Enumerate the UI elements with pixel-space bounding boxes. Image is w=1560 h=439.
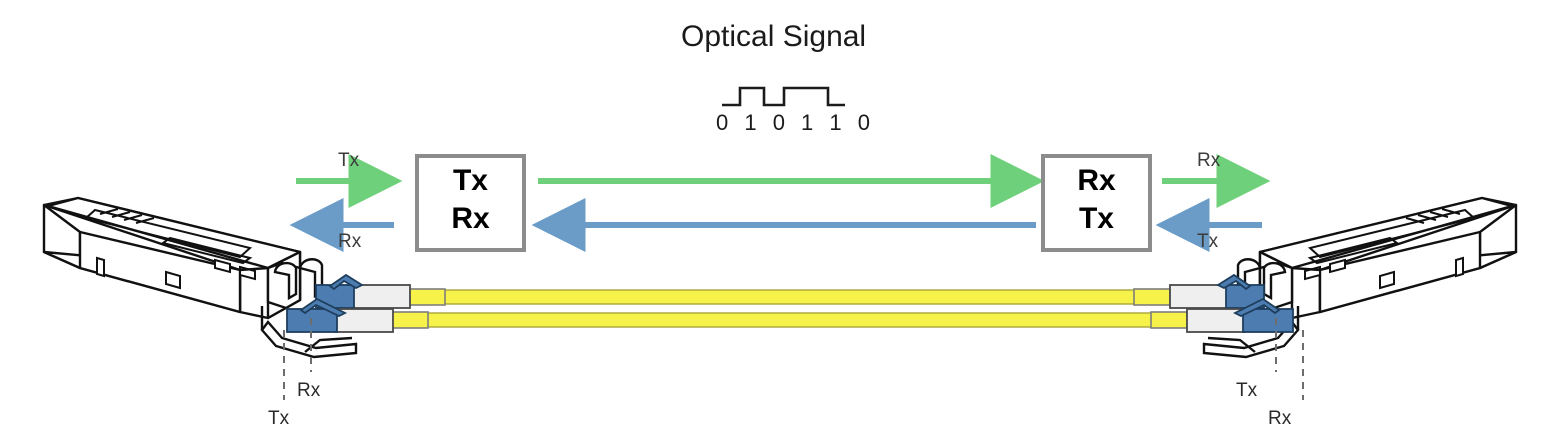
pin-leader-lines bbox=[283, 318, 1304, 400]
fiber-strand-upper bbox=[408, 288, 1171, 306]
lc-connector-left-upper bbox=[315, 273, 411, 309]
arrow-label-left-bottom: Rx bbox=[338, 231, 362, 252]
node-box-right-line2: Tx bbox=[1078, 202, 1114, 235]
pin-label-left-rx: Rx bbox=[297, 380, 321, 401]
diagram-title: Optical Signal bbox=[681, 20, 867, 53]
sfp-body-left bbox=[42, 196, 302, 320]
arrow-label-right-top: Rx bbox=[1197, 150, 1221, 171]
optical-signal-waveform bbox=[722, 86, 845, 107]
node-box-right-line1: Rx bbox=[1077, 164, 1116, 197]
pin-label-left-tx: Tx bbox=[268, 408, 290, 429]
node-box-left-line1: Tx bbox=[452, 164, 488, 197]
sfp-bail-latch-right bbox=[1202, 306, 1300, 359]
arrow-label-right-bottom: Tx bbox=[1197, 231, 1219, 252]
node-box-left-line2: Rx bbox=[451, 202, 490, 235]
node-box-right bbox=[1041, 154, 1152, 252]
pin-label-right-tx: Tx bbox=[1236, 380, 1258, 401]
fiber-strand-lower bbox=[391, 311, 1188, 329]
bit-sequence-label: 0 1 0 1 1 0 bbox=[716, 110, 875, 135]
pin-label-right-rx: Rx bbox=[1268, 408, 1292, 429]
sfp-top-detail-right bbox=[1307, 208, 1477, 265]
lc-connector-left-lower bbox=[286, 297, 394, 333]
lc-connector-right-upper bbox=[1169, 273, 1265, 309]
sfp-vents-right bbox=[1304, 256, 1464, 290]
node-box-left bbox=[415, 154, 526, 252]
sfp-top-detail-left bbox=[83, 208, 253, 265]
lc-connector-right-lower bbox=[1186, 297, 1294, 333]
arrow-label-left-top: Tx bbox=[338, 150, 360, 171]
sfp-body-right bbox=[1258, 196, 1518, 320]
